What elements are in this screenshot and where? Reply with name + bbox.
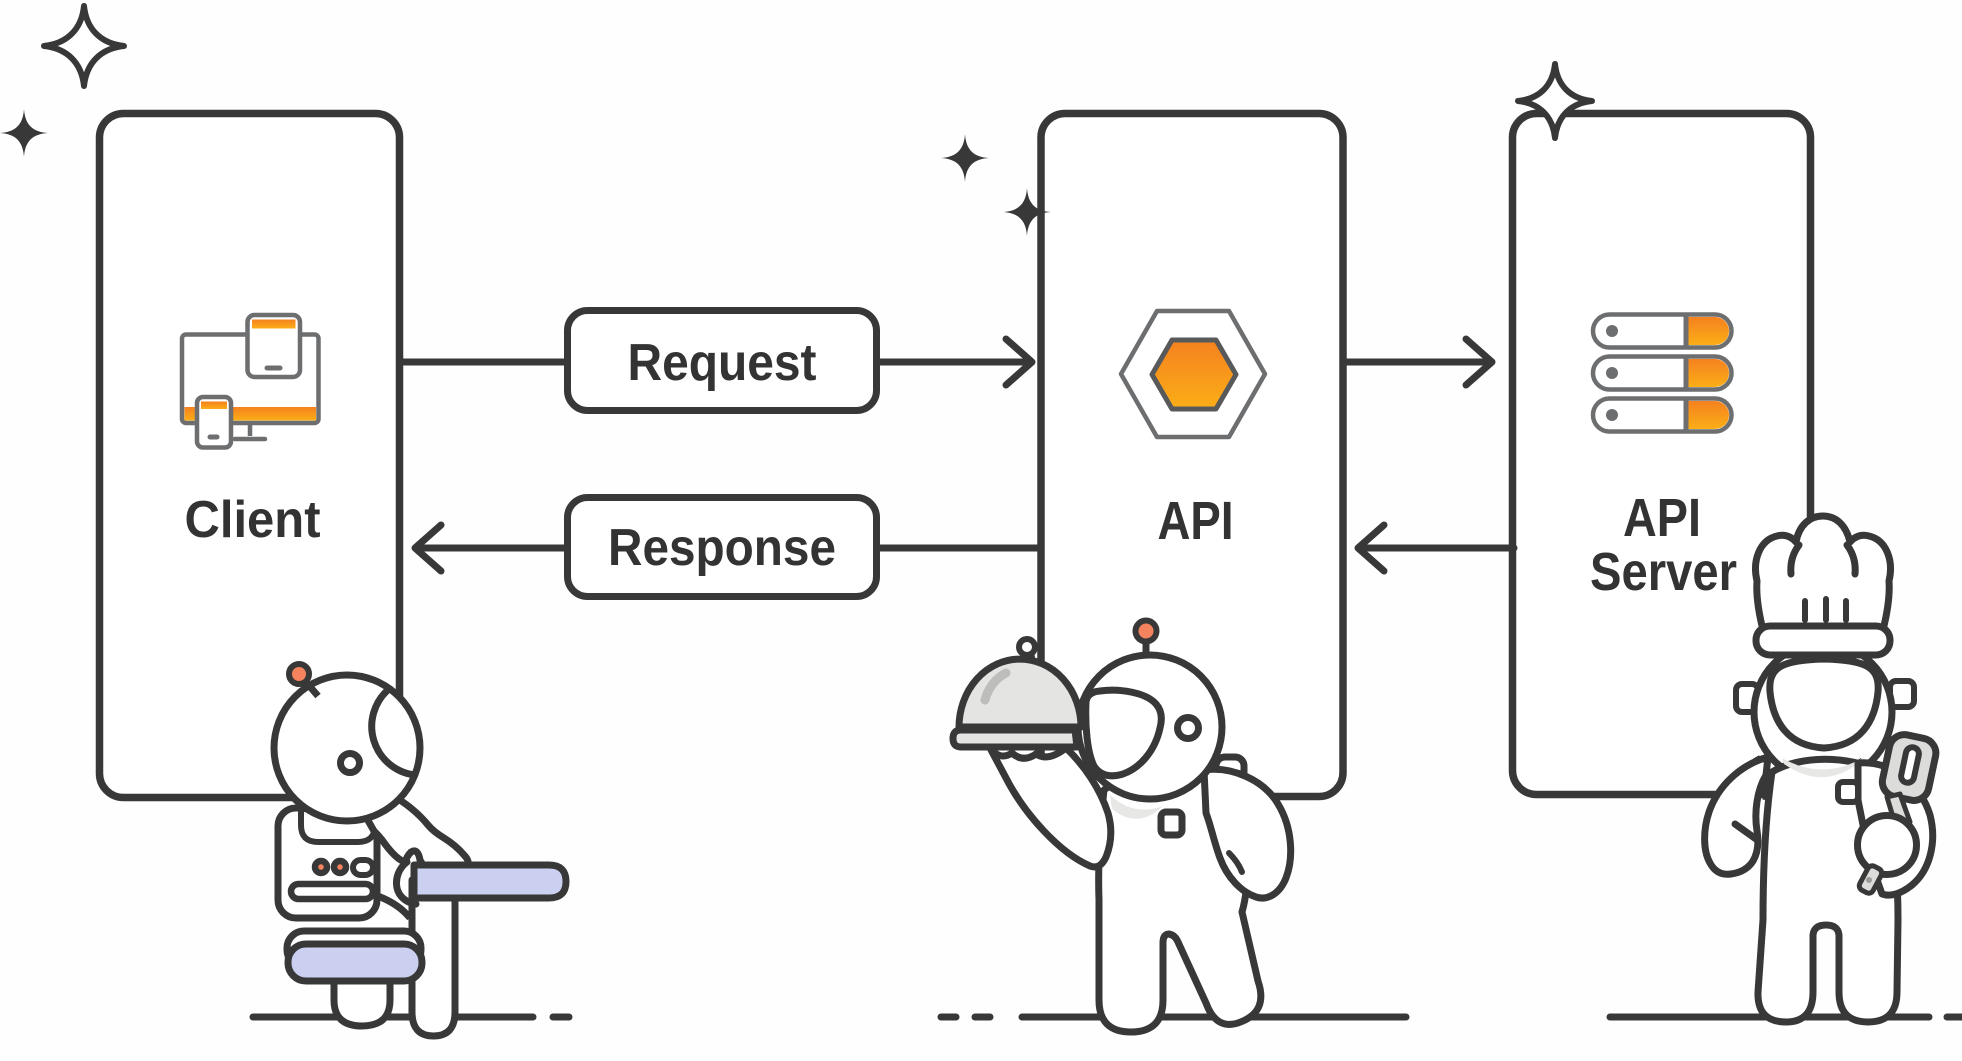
- svg-text:API: API: [1623, 488, 1701, 548]
- svg-text:Client: Client: [185, 491, 321, 549]
- svg-text:Response: Response: [608, 519, 836, 577]
- svg-text:Request: Request: [628, 334, 817, 392]
- svg-text:Server: Server: [1590, 542, 1737, 602]
- svg-text:API: API: [1158, 491, 1234, 551]
